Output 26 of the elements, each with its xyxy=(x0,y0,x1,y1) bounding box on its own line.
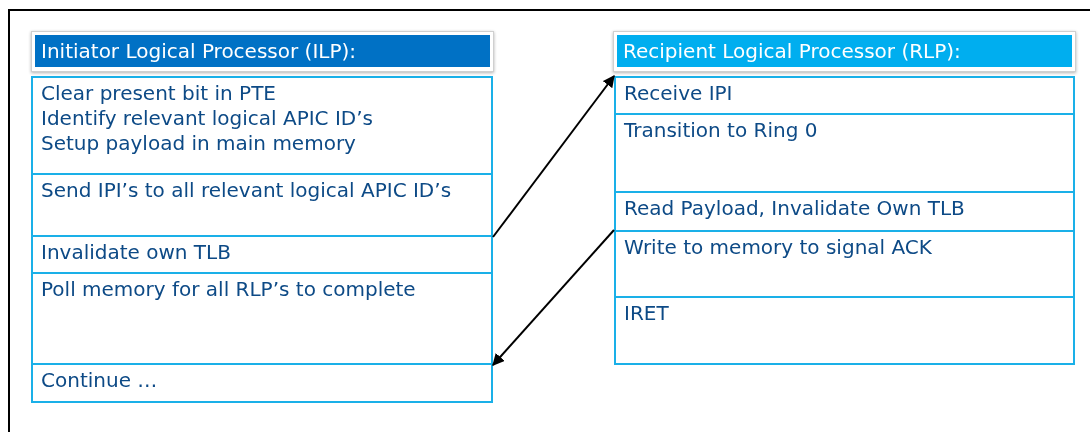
step-box xyxy=(614,296,1075,365)
step-box xyxy=(614,230,1075,298)
arrow xyxy=(492,75,615,238)
step-box xyxy=(614,113,1075,193)
step-text: Continue … xyxy=(41,368,159,393)
step-box xyxy=(31,235,493,274)
arrow xyxy=(492,229,615,366)
step-text: IRET xyxy=(624,301,670,326)
header-text: Recipient Logical Processor (RLP): xyxy=(617,35,1072,67)
step-box xyxy=(31,173,493,237)
step-text: Poll memory for all RLP’s to complete xyxy=(41,277,417,302)
step-text: Send IPI’s to all relevant logical APIC ID’s xyxy=(41,178,453,203)
step-text: Write to memory to signal ACK xyxy=(624,235,933,260)
step-text: Clear present bit in PTE xyxy=(41,81,277,106)
step-box xyxy=(31,76,493,175)
step-box xyxy=(31,272,493,365)
step-box xyxy=(614,191,1075,232)
step-text: Transition to Ring 0 xyxy=(624,118,819,143)
step-box xyxy=(31,363,493,403)
step-text: Identify relevant logical APIC ID’s xyxy=(41,106,375,131)
step-text: Receive IPI xyxy=(624,81,734,106)
step-text: Setup payload in main memory xyxy=(41,131,357,156)
step-box xyxy=(614,76,1075,115)
step-text: Read Payload, Invalidate Own TLB xyxy=(624,196,966,221)
step-text: Invalidate own TLB xyxy=(41,240,232,265)
header-text: Initiator Logical Processor (ILP): xyxy=(35,35,490,67)
